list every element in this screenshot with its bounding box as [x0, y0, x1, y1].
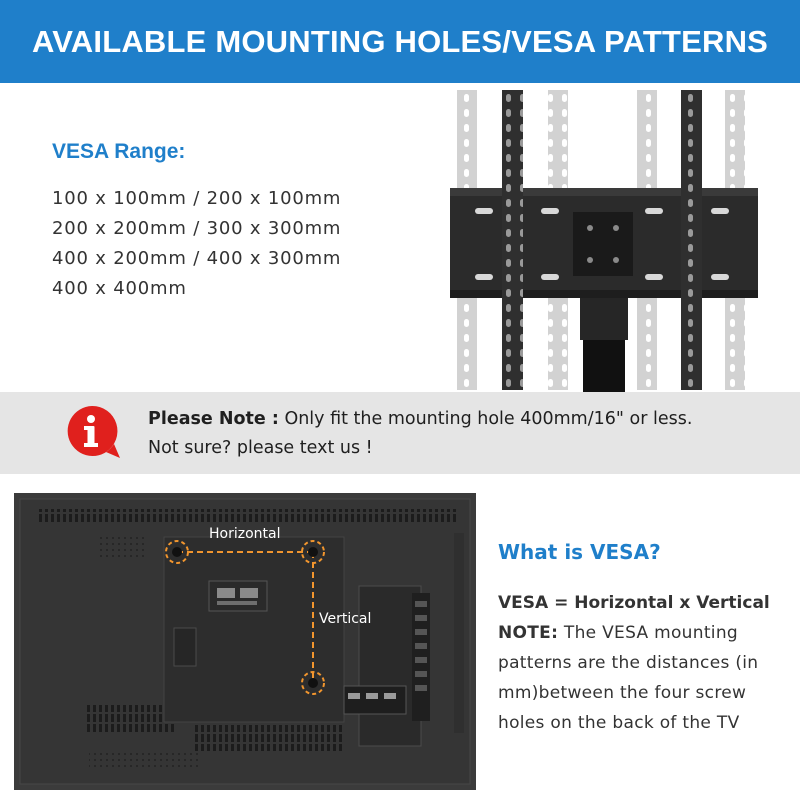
- vesa-range-item: 400 x 200mm / 400 x 300mm: [52, 248, 342, 269]
- screw-hole-marker: [301, 540, 325, 564]
- bracket-wall-plate: [450, 188, 758, 298]
- note-line-1: Only fit the mounting hole 400mm/16" or …: [278, 409, 693, 429]
- bracket-center-post: [580, 298, 628, 392]
- vesa-pattern-lines: [177, 551, 314, 683]
- vesa-range-item: 400 x 400mm: [52, 278, 187, 299]
- vesa-range-item: 200 x 200mm / 300 x 300mm: [52, 218, 342, 239]
- vesa-note: NOTE: The VESA mounting patterns are the…: [498, 618, 798, 738]
- vesa-range-list: 100 x 100mm / 200 x 100mm 200 x 200mm / …: [52, 184, 341, 304]
- vertical-label: Vertical: [319, 611, 372, 627]
- screw-hole-marker: [165, 540, 189, 564]
- note-banner: [0, 392, 800, 474]
- vesa-range-title: VESA Range:: [52, 140, 186, 163]
- mount-bracket-image: [450, 90, 758, 392]
- vesa-range-section: VESA Range: 100 x 100mm / 200 x 100mm 20…: [52, 140, 341, 304]
- what-is-vesa-section: What is VESA? VESA = Horizontal x Vertic…: [498, 540, 798, 738]
- tv-back-image: [14, 493, 476, 790]
- vesa-range-item: 100 x 100mm / 200 x 100mm: [52, 188, 342, 209]
- tv-back-diagram: Horizontal Vertical: [14, 493, 476, 790]
- horizontal-label: Horizontal: [209, 526, 281, 542]
- note-text: Please Note : Only fit the mounting hole…: [148, 405, 788, 463]
- what-is-vesa-title: What is VESA?: [498, 540, 661, 564]
- page-title: AVAILABLE MOUNTING HOLES/VESA PATTERNS: [31, 24, 769, 59]
- note-line-2: Not sure? please text us !: [148, 438, 373, 458]
- vesa-note-text: The VESA mounting patterns are the dista…: [498, 623, 759, 733]
- vesa-formula: VESA = Horizontal x Vertical: [498, 593, 770, 613]
- note-label: Please Note :: [148, 409, 279, 429]
- header-banner: AVAILABLE MOUNTING HOLES/VESA PATTERNS: [0, 0, 800, 83]
- screw-hole-marker: [301, 671, 325, 695]
- bracket-arm: [502, 90, 523, 390]
- info-speech-bubble-icon: [67, 405, 120, 458]
- vesa-note-label: NOTE:: [498, 623, 559, 643]
- bracket-arm: [681, 90, 702, 390]
